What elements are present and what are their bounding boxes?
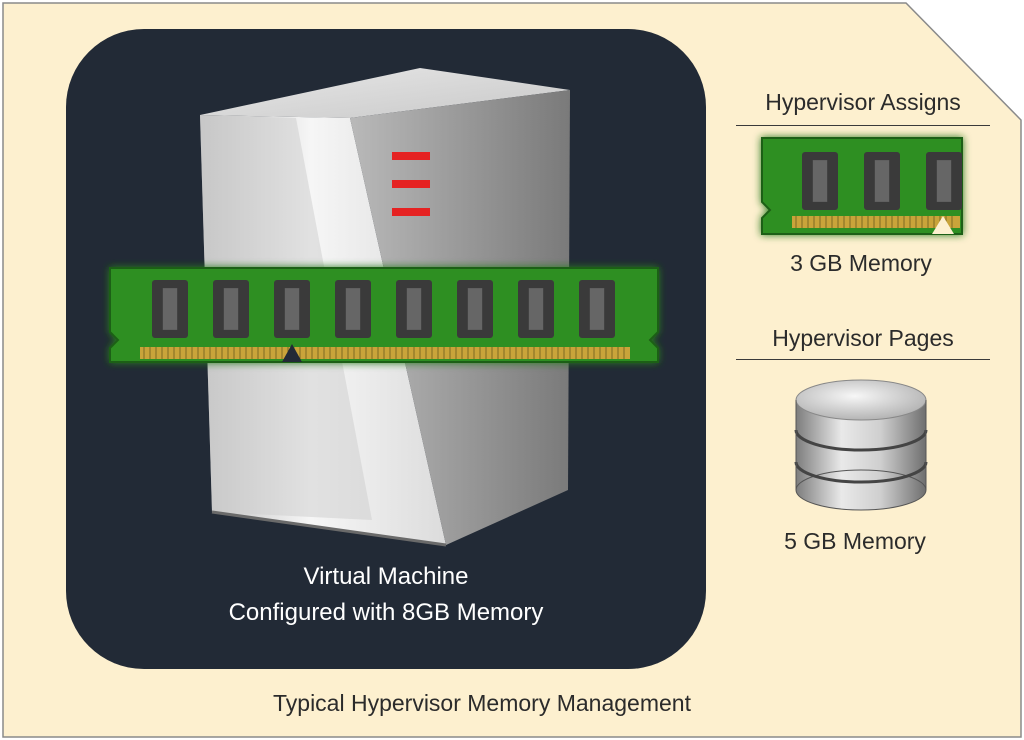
assigns-value: 3 GB Memory [790,250,932,276]
vm-config-label: Configured with 8GB Memory [228,599,544,626]
diagram-caption: Typical Hypervisor Memory Management [273,690,691,716]
vm-ram-chip-core [467,288,483,330]
pages-divider [736,359,990,360]
vm-ram-chip-core [345,288,361,330]
database-icon [794,379,928,511]
vm-ram-chip-core [223,288,239,330]
vm-ram-chip-core [528,288,544,330]
led-indicator-3 [392,208,430,216]
assigned-ram-chip-core [936,160,952,202]
vm-ram-chip-core [162,288,178,330]
vm-ram-chip-core [589,288,605,330]
pages-title: Hypervisor Pages [772,325,954,351]
assigned-ram-chip-core [812,160,828,202]
vm-ram-chip-core [284,288,300,330]
vm-ram-chip-core [406,288,422,330]
led-indicator-1 [392,152,430,160]
vm-title: Virtual Machine [303,563,469,590]
vm-ram-pins [140,347,630,359]
assigns-title: Hypervisor Assigns [765,89,961,115]
pages-value: 5 GB Memory [784,528,926,554]
led-indicator-2 [392,180,430,188]
assigned-ram-chip-core [874,160,890,202]
assigns-divider [736,125,990,126]
